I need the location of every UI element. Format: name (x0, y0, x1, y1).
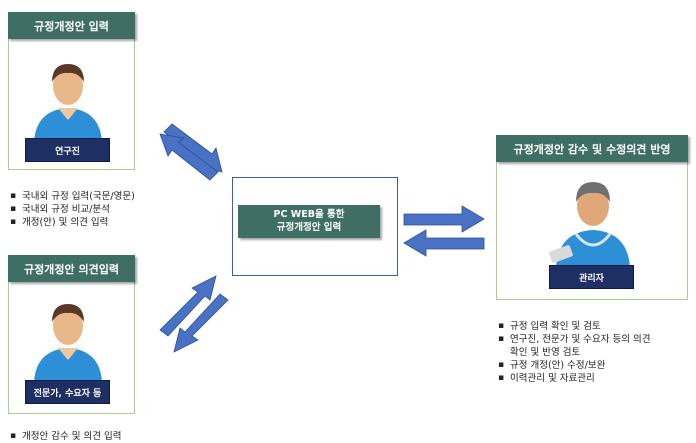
manager-bullets: 규정 입력 확인 및 검토 연구진, 전문가 및 수요자 등의 의견 확인 및 … (496, 320, 658, 385)
pc-web-label-line2: 규정개정안 입력 (276, 222, 342, 233)
expert-panel-title: 규정개정안 의견입력 (8, 255, 135, 282)
arrow-manager-to-center (403, 229, 485, 257)
arrow-center-to-manager (403, 205, 485, 233)
researcher-panel-title: 규정개정안 입력 (8, 12, 135, 39)
researcher-bullets: 국내외 규정 입력(국문/영문) 국내외 규정 비교/분석 개정(안) 및 의견… (8, 190, 218, 229)
arrow-expert-to-center (159, 275, 217, 337)
expert-person-icon (34, 304, 102, 382)
pc-web-label: PC WEB을 통한 규정개정안 입력 (238, 205, 380, 238)
list-item: 국내외 규정 입력(국문/영문) (8, 190, 218, 203)
manager-person-icon (549, 182, 630, 268)
manager-role-label: 관리자 (549, 265, 634, 289)
expert-role-label: 전문가, 수요자 등 (25, 380, 110, 404)
researcher-person-icon (34, 64, 102, 142)
list-item: 연구진, 전문가 및 수요자 등의 의견 확인 및 반영 검토 (496, 333, 658, 359)
pc-web-label-line1: PC WEB을 통한 (273, 209, 345, 220)
list-item: 개정안 감수 및 의견 입력 (8, 430, 228, 443)
arrow-center-to-expert (173, 293, 229, 353)
manager-panel-title: 규정개정안 감수 및 수정의견 반영 (496, 135, 688, 162)
researcher-role-label: 연구진 (25, 138, 110, 162)
expert-bullets: 개정안 감수 및 의견 입력 (8, 430, 228, 443)
list-item: 규정 입력 확인 및 검토 (496, 320, 658, 333)
list-item: 국내외 규정 비교/분석 (8, 203, 218, 216)
list-item: 규정 개정(안) 수정/보완 (496, 359, 658, 372)
list-item: 개정(안) 및 의견 입력 (8, 216, 218, 229)
list-item: 이력관리 및 자료관리 (496, 372, 658, 385)
arrow-center-to-researcher (159, 133, 219, 181)
